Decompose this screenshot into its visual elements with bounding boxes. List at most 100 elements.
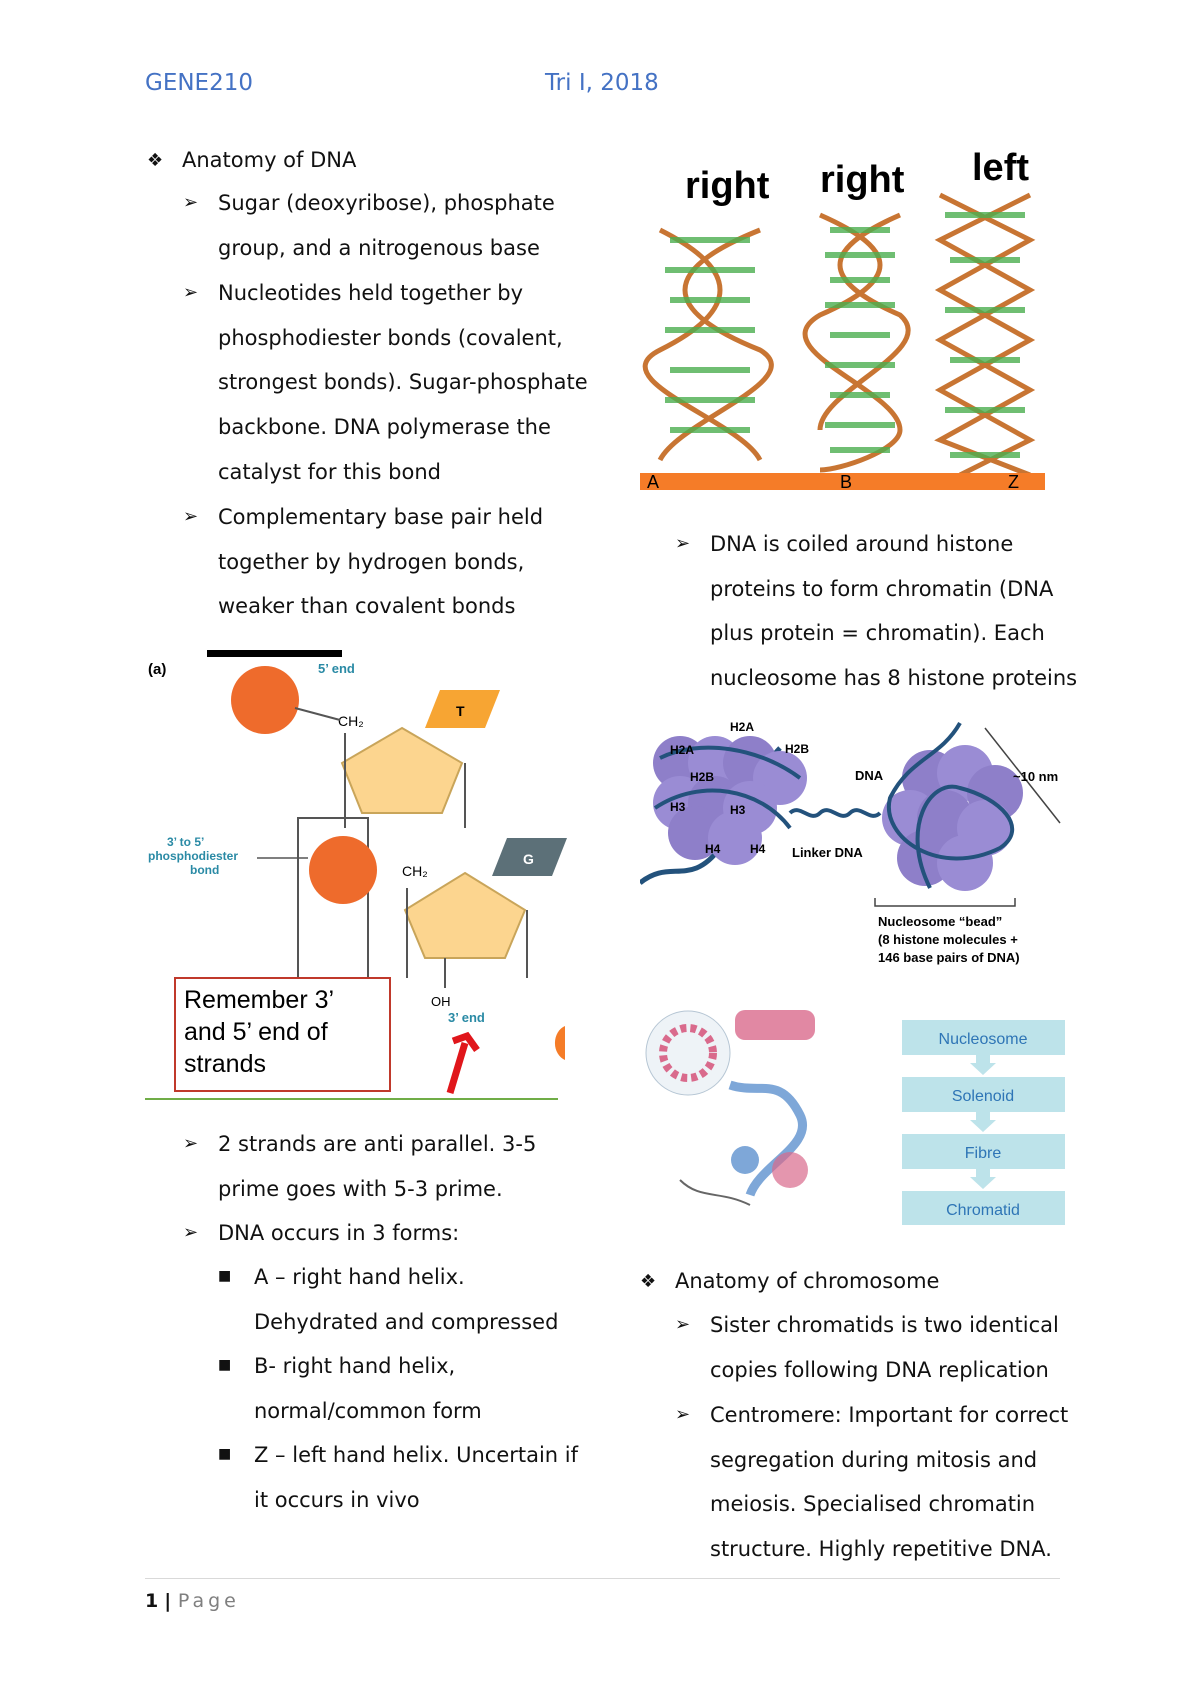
text-line: DNA is coiled around histone — [710, 532, 1014, 556]
text-line: Complementary base pair held — [218, 505, 544, 529]
arrow-bullet-icon: ➢ — [183, 506, 199, 527]
text-line: together by hydrogen bonds, — [218, 550, 525, 574]
bond-label-3: bond — [190, 863, 219, 877]
remember-line-2: and 5’ end of — [184, 1018, 328, 1046]
text-line: strongest bonds). Sugar-phosphate — [218, 370, 588, 394]
phosphate-top — [231, 666, 299, 734]
square-bullet-icon: ■ — [218, 1357, 232, 1373]
ch2-bottom: CH₂ — [402, 863, 428, 879]
text-line: Sister chromatids is two identical — [710, 1313, 1059, 1337]
helix-label-z: left — [972, 147, 1029, 189]
form-bar — [640, 473, 1045, 490]
course-code: GENE210 — [145, 70, 253, 96]
helix-label-b: right — [820, 159, 905, 201]
square-bullet-icon: ■ — [218, 1268, 232, 1284]
base-g-box — [492, 838, 567, 876]
bead-line-1: Nucleosome “bead” — [878, 914, 1002, 929]
sugar-ring-bottom — [403, 871, 527, 959]
panel-label: (a) — [148, 661, 166, 678]
text-line: phosphodiester bonds (covalent, — [218, 326, 563, 350]
text-line: plus protein = chromatin). Each — [710, 621, 1045, 645]
page-label: Page — [177, 1590, 240, 1612]
diamond-bullet-icon: ❖ — [147, 150, 164, 171]
h2a-top-label: H2A — [730, 720, 754, 734]
text-line: backbone. DNA polymerase the — [218, 415, 551, 439]
text-line: 2 strands are anti parallel. 3-5 — [218, 1132, 537, 1156]
ch2-top: CH₂ — [338, 713, 364, 729]
nucleosome-figure: H2A H2B H2A H2B H3 H3 H4 H4 Linker DNA D… — [640, 720, 1061, 965]
green-rule — [145, 1098, 558, 1100]
chromatin-levels-figure: Nucleosome Solenoid Fibre Chromatid — [645, 1010, 1065, 1225]
text-line: segregation during mitosis and — [710, 1448, 1038, 1472]
text-line: copies following DNA replication — [710, 1358, 1049, 1382]
b-form-helix — [802, 212, 911, 473]
text-line: Dehydrated and compressed — [254, 1310, 559, 1334]
dna-helix-forms-figure: right right left A B Z — [640, 147, 1045, 490]
text-line: proteins to form chromatin (DNA — [710, 577, 1054, 601]
bead-line-2: (8 histone molecules + — [878, 932, 1018, 947]
h3-left-label: H3 — [670, 800, 686, 814]
bond-label-1: 3’ to 5’ — [167, 835, 204, 849]
text-line: nucleosome has 8 histone proteins — [710, 666, 1078, 690]
base-t: T — [456, 703, 465, 719]
rule-bar — [207, 650, 342, 657]
text-line: Nucleotides held together by — [218, 281, 524, 305]
base-g: G — [523, 851, 534, 867]
text-line: catalyst for this bond — [218, 460, 441, 484]
square-bullet-icon: ■ — [218, 1446, 232, 1462]
arrow-bullet-icon: ➢ — [675, 1404, 691, 1425]
page-number: 1 — [145, 1590, 159, 1612]
heading-anatomy-chromosome: Anatomy of chromosome — [675, 1269, 940, 1293]
text-line: it occurs in vivo — [254, 1488, 420, 1512]
arrow-bullet-icon: ➢ — [183, 192, 199, 213]
z-form-helix — [934, 192, 1036, 478]
text-line: Centromere: Important for correct — [710, 1403, 1069, 1427]
dna-label: DNA — [855, 768, 884, 783]
footer-rule — [145, 1578, 1060, 1579]
heading-anatomy-dna: Anatomy of DNA — [182, 148, 357, 172]
text-line: group, and a nitrogenous base — [218, 236, 540, 260]
base-t-box — [425, 690, 500, 728]
text-line: Sugar (deoxyribose), phosphate — [218, 191, 555, 215]
h2b-left-label: H2B — [690, 770, 714, 784]
helix-label-a: right — [685, 165, 770, 207]
arrow-bullet-icon: ➢ — [183, 1133, 199, 1154]
level-chromatid: Chromatid — [946, 1202, 1020, 1219]
nucleotide-structure-figure: (a) 5’ end T CH₂ 3’ to 5’ phosphodiester… — [145, 650, 567, 1100]
level-solenoid: Solenoid — [952, 1088, 1014, 1105]
text-line: structure. Highly repetitive DNA. — [710, 1537, 1052, 1561]
text-line: meiosis. Specialised chromatin — [710, 1492, 1036, 1516]
text-line: A – right hand helix. — [254, 1265, 465, 1289]
h4-right-label: H4 — [750, 842, 766, 856]
level-fibre: Fibre — [965, 1145, 1002, 1162]
text-line: prime goes with 5-3 prime. — [218, 1177, 503, 1201]
a-form-helix — [642, 227, 774, 462]
text-line: weaker than covalent bonds — [218, 594, 516, 618]
text-line: B- right hand helix, — [254, 1354, 456, 1378]
h2a-left-label: H2A — [670, 743, 694, 757]
linker-dna — [788, 808, 882, 818]
nm-label: ~10 nm — [1013, 769, 1058, 784]
three-prime-label: 3’ end — [448, 1010, 485, 1025]
text-line: DNA occurs in 3 forms: — [218, 1221, 460, 1245]
form-label-b: B — [840, 472, 852, 490]
linker-dna-label: Linker DNA — [792, 845, 863, 860]
h2b-top-label: H2B — [785, 742, 809, 756]
remember-box — [174, 977, 391, 1092]
level-box-4 — [902, 1191, 1065, 1225]
arrow-bullet-icon: ➢ — [675, 533, 691, 554]
remember-line-3: strands — [184, 1050, 266, 1078]
diamond-bullet-icon: ❖ — [640, 1271, 657, 1292]
orange-edge-shape — [554, 1026, 565, 1060]
form-label-z: Z — [1008, 472, 1019, 490]
page-footer: 1 | Page — [145, 1590, 240, 1612]
oh-label: OH — [431, 994, 451, 1009]
level-box-2 — [902, 1077, 1065, 1112]
text-line: normal/common form — [254, 1399, 482, 1423]
form-label-a: A — [647, 472, 659, 490]
phosphate-middle — [309, 836, 377, 904]
five-prime-label: 5’ end — [318, 661, 355, 676]
term-label: Tri I, 2018 — [545, 70, 659, 96]
red-arrow-icon — [446, 1031, 480, 1095]
h3-mid-label: H3 — [730, 803, 746, 817]
